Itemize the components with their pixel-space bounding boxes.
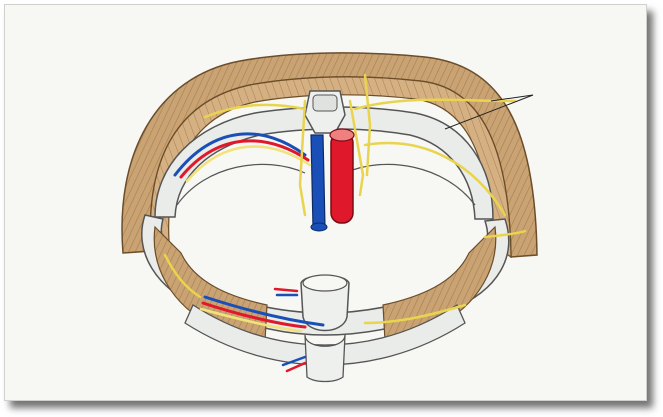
inner-muscle-layer	[149, 76, 512, 259]
diaphragm-outline	[176, 163, 476, 206]
lower-sternum-body	[304, 334, 346, 383]
thoracic-wall-cross-section	[121, 52, 538, 383]
aorta	[330, 132, 354, 224]
leader-lines	[444, 94, 534, 130]
aorta-top	[329, 128, 355, 142]
lower-small-vessels	[273, 287, 307, 373]
sternum-top	[302, 274, 348, 292]
figure-frame	[4, 4, 647, 401]
intercostal-vessels-left	[173, 132, 312, 183]
intercostal-vessels-lower-left	[199, 295, 325, 333]
lower-bone-band	[184, 304, 466, 366]
azygos-vein	[310, 134, 326, 228]
vertebral-body	[312, 94, 338, 112]
vein-end	[310, 222, 328, 232]
